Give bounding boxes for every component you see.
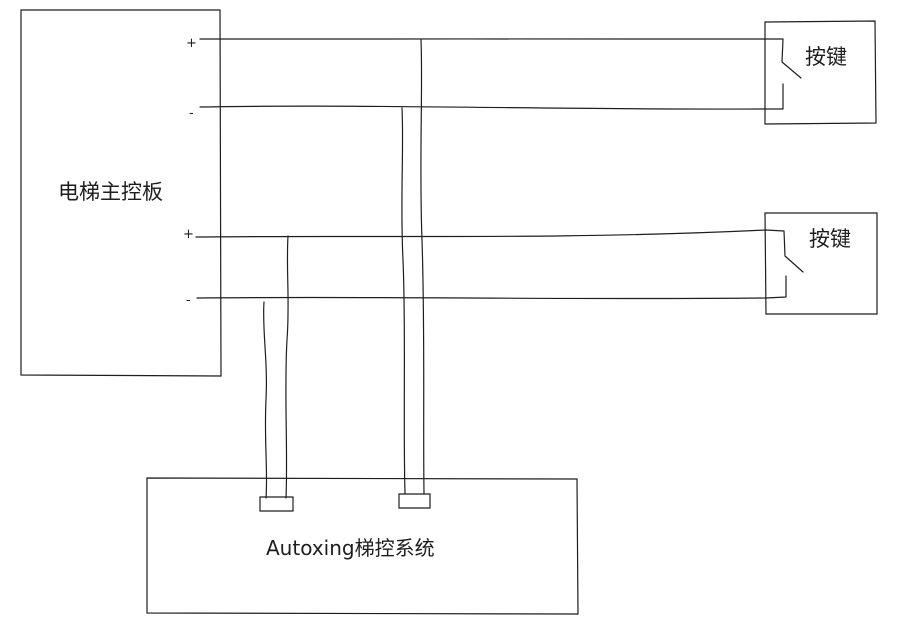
control-system: Autoxing梯控系统	[146, 477, 579, 615]
cable-left-b	[285, 235, 289, 499]
button-box-2: 按键	[764, 212, 878, 315]
cable-right-a	[401, 107, 406, 495]
connector-left	[259, 496, 294, 512]
main-board: 电梯主控板 + - + -	[20, 9, 222, 377]
control-system-label: Autoxing梯控系统	[266, 536, 435, 560]
button-2-switch	[765, 229, 804, 273]
main-board-label: 电梯主控板	[58, 180, 163, 204]
button-1-label: 按键	[805, 45, 847, 69]
button-box-1: 按键	[764, 20, 877, 125]
wire-top-plus	[199, 38, 766, 40]
button-1-switch	[764, 38, 802, 79]
connector-right	[398, 493, 431, 509]
button-1-contact	[764, 83, 784, 110]
port-top-minus: -	[189, 106, 194, 121]
wire-top-minus	[199, 105, 766, 110]
wire-bottom-plus	[195, 229, 767, 238]
port-bottom-minus: -	[186, 293, 191, 308]
port-bottom-plus: +	[183, 227, 194, 242]
cable-right-b	[420, 39, 425, 495]
cable-left-a	[263, 301, 268, 499]
button-2-contact	[765, 275, 787, 299]
wire-bottom-minus	[196, 296, 767, 300]
button-2-label: 按键	[809, 227, 851, 251]
port-top-plus: +	[186, 36, 197, 51]
